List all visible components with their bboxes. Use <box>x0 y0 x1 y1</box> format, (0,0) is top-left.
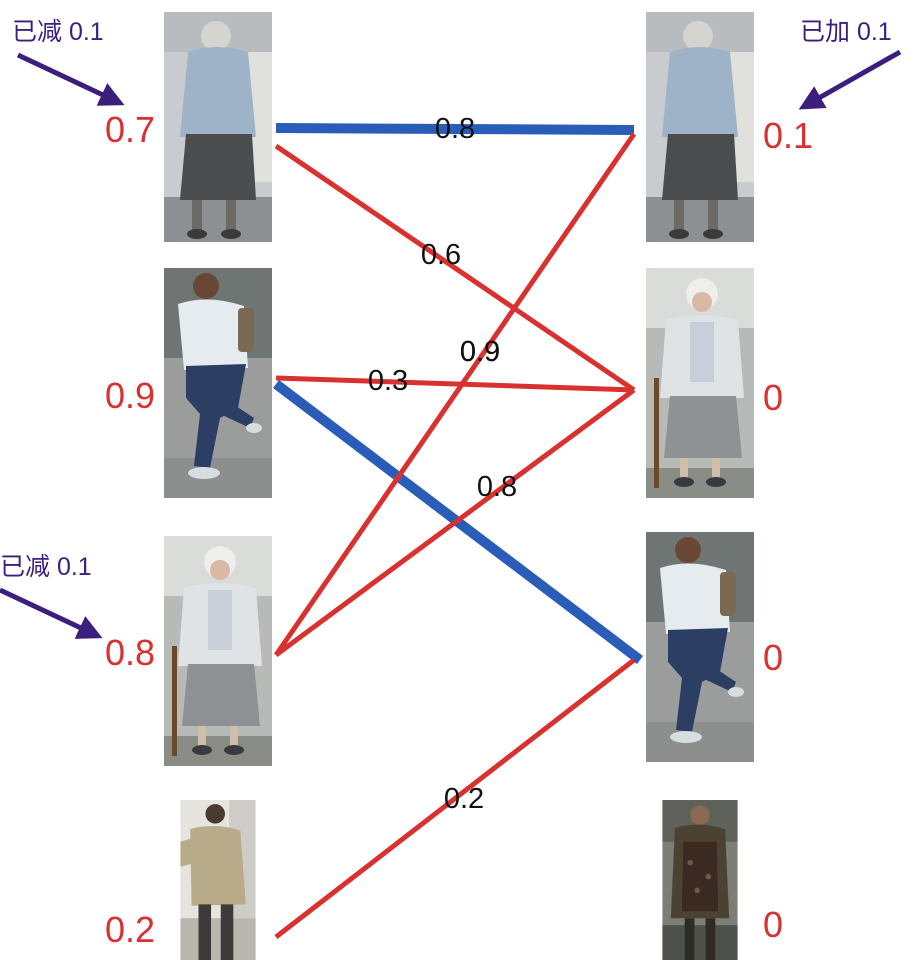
edge-weight-label-4-3: 0.2 <box>444 783 484 815</box>
right-thumbnail-3 <box>646 532 754 762</box>
candidate-edge-1-2 <box>274 143 636 393</box>
left-score-4: 0.2 <box>105 909 155 950</box>
edges <box>272 123 644 939</box>
right-score-1: 0.1 <box>763 115 813 156</box>
right-thumbnail-1 <box>646 12 754 242</box>
left-score-1: 0.7 <box>105 109 155 150</box>
left-thumbnail-4 <box>180 800 256 960</box>
left-thumbnail-2 <box>164 268 272 498</box>
candidate-edge-2-2 <box>275 375 635 393</box>
note-arrow-right-1 <box>798 49 902 110</box>
left-scores: 0.7 0.9 0.8 0.2 <box>105 109 155 950</box>
note-arrow-left-3 <box>0 587 103 639</box>
edge-weight-label-2-3: 0.9 <box>460 336 500 368</box>
candidate-edge-3-2 <box>274 387 636 658</box>
left-thumbnail-3 <box>164 536 272 766</box>
note-left-1: 已减 0.1 <box>12 18 104 46</box>
note-left-3: 已减 0.1 <box>0 553 92 581</box>
matched-edge-1-1 <box>275 123 635 135</box>
left-thumbnails <box>164 12 272 960</box>
edge-weight-label-1-1: 0.8 <box>435 113 475 145</box>
right-score-3: 0 <box>763 637 783 678</box>
note-arrow-left-1 <box>16 52 125 106</box>
candidate-edge-4-3 <box>274 658 636 939</box>
right-scores: 0.1 0 0 0 <box>763 115 813 945</box>
annotations: 已减 0.1 已加 0.1 已减 0.1 <box>0 18 902 639</box>
right-score-2: 0 <box>763 377 783 418</box>
note-right-1: 已加 0.1 <box>800 18 892 46</box>
edge-weight-label-1-2: 0.6 <box>421 239 461 271</box>
left-score-2: 0.9 <box>105 375 155 416</box>
right-thumbnail-4 <box>662 800 738 960</box>
right-thumbnail-2 <box>646 268 754 498</box>
candidate-edge-3-1 <box>273 132 637 657</box>
edge-weight-label-3-2: 0.8 <box>477 471 517 503</box>
edge-weight-labels: 0.80.60.30.90.90.80.2 <box>368 113 517 815</box>
left-score-3: 0.8 <box>105 632 155 673</box>
edge-weight-label-3-1: 0.9 <box>460 336 500 368</box>
right-thumbnails <box>646 12 754 960</box>
edge-weight-label-2-2: 0.3 <box>368 365 408 397</box>
left-thumbnail-1 <box>164 12 272 242</box>
right-score-4: 0 <box>763 904 783 945</box>
